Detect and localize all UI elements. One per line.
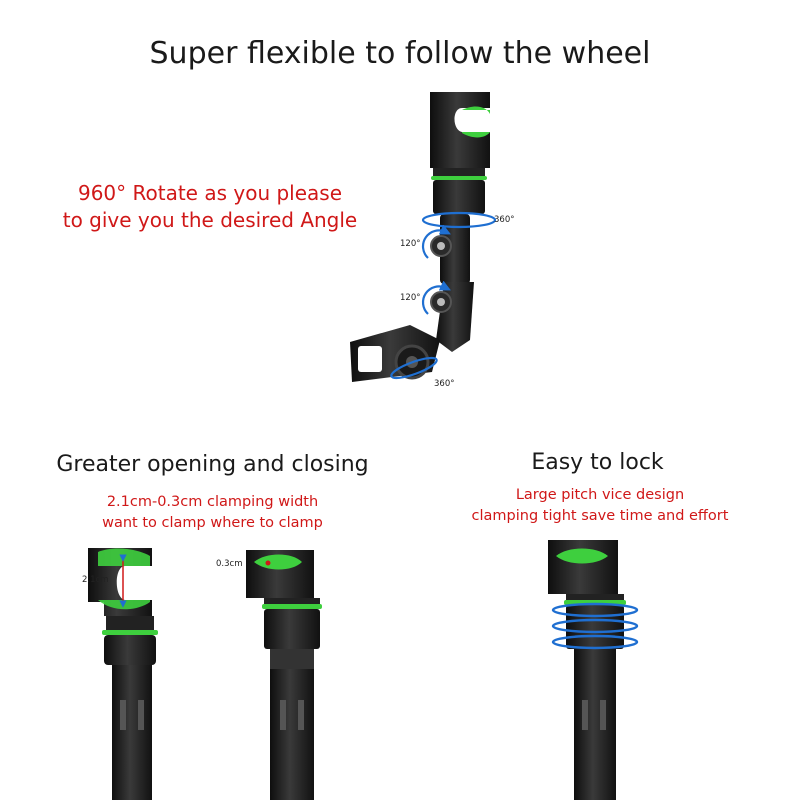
label-narrow-opening: 0.3cm — [216, 559, 242, 569]
lock-line-1: Large pitch vice design — [515, 487, 685, 503]
opening-line-1: 2.1cm-0.3cm clamping width — [106, 494, 319, 510]
wide-clamp-image: 2.1cm — [82, 548, 158, 800]
opening-description: 2.1cm-0.3cm clamping width want to clamp… — [40, 492, 385, 534]
page-title: Super flexible to follow the wheel — [149, 36, 651, 71]
label-360-bottom: 360° — [434, 379, 454, 389]
label-360-top: 360° — [494, 215, 514, 225]
rotate-line-1: 960° Rotate as you please — [77, 181, 343, 205]
label-120-upper: 120° — [400, 239, 420, 249]
label-120-lower: 120° — [400, 293, 420, 303]
lock-heading: Easy to lock — [531, 450, 664, 475]
label-wide-opening: 2.1cm — [82, 575, 108, 585]
rotating-holder-image: 360° 120° 120° 360° — [350, 92, 514, 389]
narrow-clamp-image: 0.3cm — [216, 550, 322, 800]
opening-line-2: want to clamp where to clamp — [102, 515, 323, 531]
rotate-line-2: to give you the desired Angle — [62, 208, 358, 232]
lock-description: Large pitch vice design clamping tight s… — [450, 485, 750, 527]
rotate-description: 960° Rotate as you please to give you th… — [40, 180, 380, 234]
lock-clamp-image — [548, 540, 639, 800]
lock-line-2: clamping tight save time and effort — [471, 508, 729, 524]
opening-heading: Greater opening and closing — [56, 452, 369, 477]
